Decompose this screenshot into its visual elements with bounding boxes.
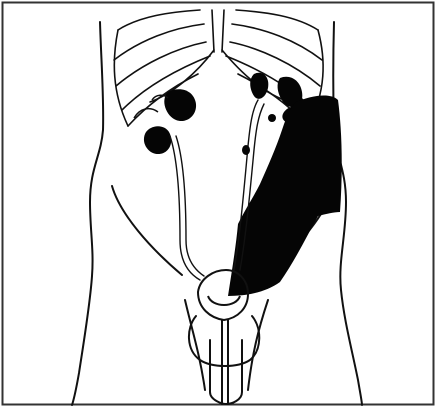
penis-outline bbox=[210, 340, 242, 404]
left-body-contour bbox=[72, 22, 103, 405]
right-kidney-upper bbox=[250, 73, 268, 99]
sternum bbox=[212, 10, 224, 52]
renal-stone bbox=[268, 114, 276, 122]
figure-border bbox=[3, 3, 434, 405]
bladder-inner bbox=[208, 296, 240, 305]
left-pelvic-line bbox=[112, 186, 182, 275]
scrotum-outline bbox=[189, 316, 259, 366]
left-rib bbox=[114, 24, 204, 60]
urethra-line bbox=[222, 320, 228, 404]
left-kidney bbox=[134, 89, 196, 154]
ureter-stone bbox=[242, 145, 250, 155]
genitalia-outline bbox=[189, 316, 259, 404]
left-thigh-line bbox=[185, 300, 205, 390]
left-kidney-upper bbox=[164, 89, 196, 121]
right-body-contour bbox=[333, 22, 362, 405]
left-kidney-lower bbox=[144, 126, 171, 154]
left-ureter-inner bbox=[176, 136, 204, 276]
right-rib bbox=[232, 24, 322, 60]
retroperitoneal-mass bbox=[228, 96, 342, 296]
